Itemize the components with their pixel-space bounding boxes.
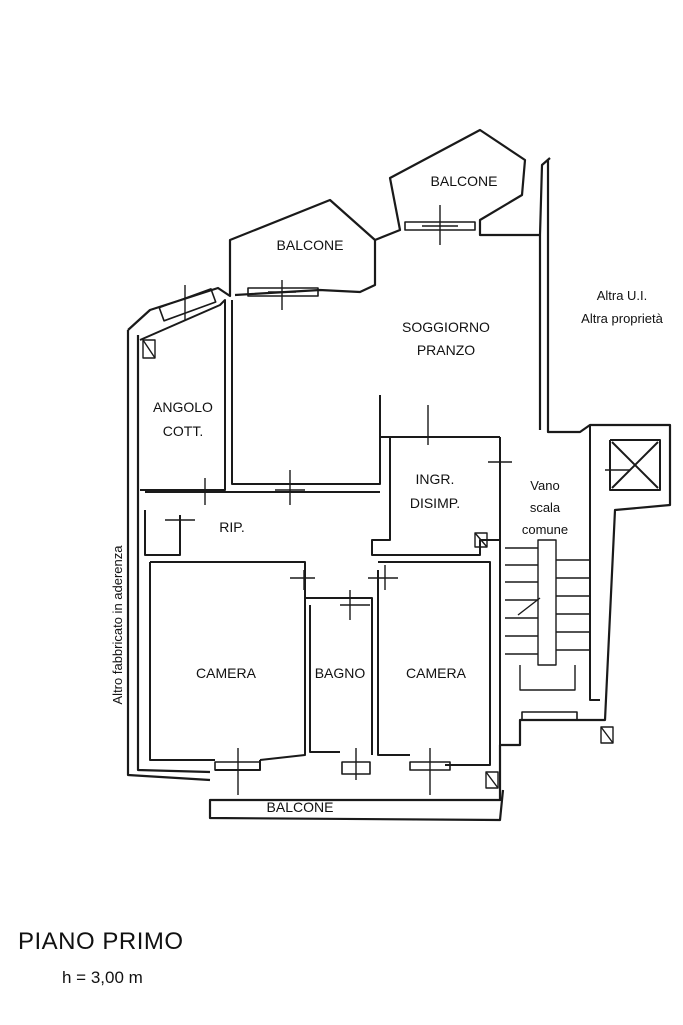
corner-symbols bbox=[142, 339, 614, 789]
room-label-vano-line2: scala bbox=[530, 500, 561, 515]
room-label-soggiorno-line2: PRANZO bbox=[417, 342, 475, 358]
room-label-camera-left: CAMERA bbox=[196, 665, 257, 681]
floor-height: h = 3,00 m bbox=[62, 968, 143, 987]
opening-markers bbox=[165, 205, 630, 795]
room-label-balcone-left: BALCONE bbox=[277, 237, 344, 253]
room-label-angolo-line1: ANGOLO bbox=[153, 399, 213, 415]
room-label-balcone-right: BALCONE bbox=[431, 173, 498, 189]
room-label-angolo-line2: COTT. bbox=[163, 423, 203, 439]
room-label-bagno: BAGNO bbox=[315, 665, 366, 681]
room-label-ingr-line2: DISIMP. bbox=[410, 495, 460, 511]
room-label-rip: RIP. bbox=[219, 519, 244, 535]
neighbour-label-altro-fabbricato: Altro fabbricato in aderenza bbox=[110, 545, 125, 705]
room-label-camera-right: CAMERA bbox=[406, 665, 467, 681]
windows bbox=[158, 221, 578, 775]
room-label-vano-line1: Vano bbox=[530, 478, 559, 493]
room-label-ingr-line1: INGR. bbox=[416, 471, 455, 487]
room-label-balcone-bottom: BALCONE bbox=[267, 799, 334, 815]
floor-title: PIANO PRIMO bbox=[18, 928, 184, 955]
neighbour-label-altra-ui: Altra U.I. bbox=[597, 288, 648, 303]
staircase bbox=[505, 539, 590, 691]
room-label-vano-line3: comune bbox=[522, 522, 568, 537]
neighbour-label-altra-proprieta: Altra proprietà bbox=[581, 311, 663, 326]
room-label-soggiorno-line1: SOGGIORNO bbox=[402, 319, 490, 335]
outer-walls bbox=[126, 128, 672, 822]
floor-plan: BALCONE BALCONE SOGGIORNO PRANZO ANGOLO … bbox=[110, 128, 672, 822]
inner-walls bbox=[139, 299, 661, 780]
